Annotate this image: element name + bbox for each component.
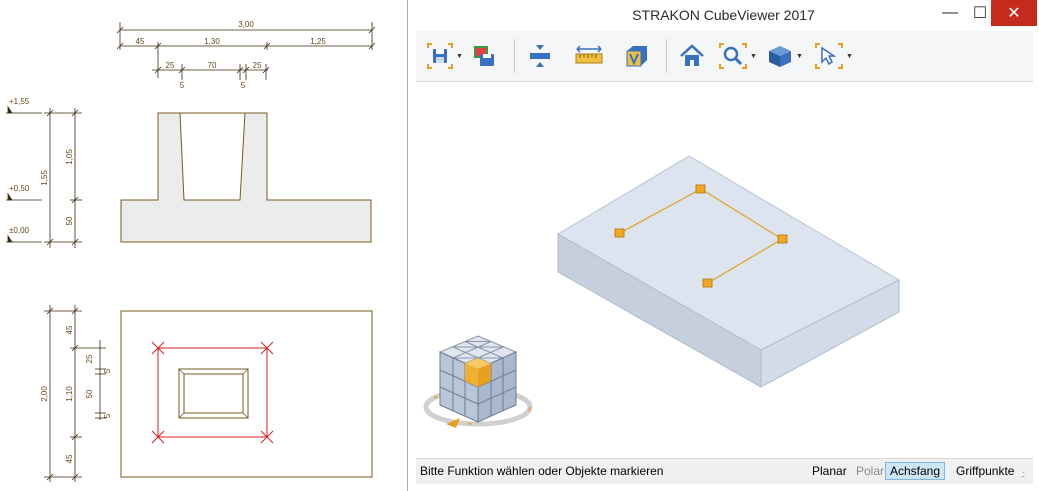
toolbar-separator [514, 39, 515, 73]
title-bar[interactable]: STRAKON CubeViewer 2017 — ☐ ✕ [408, 0, 1039, 31]
dim-sub-a: 25 [166, 61, 175, 70]
achsfang-toggle[interactable]: Achsfang [885, 462, 946, 480]
dim-plan-gap-a: 5 [103, 368, 112, 373]
home-icon [680, 44, 704, 66]
griffpunkte-toggle[interactable]: Griffpunkte [956, 464, 1015, 478]
status-message: Bitte Funktion wählen oder Objekte marki… [420, 464, 664, 478]
export-image-icon [474, 46, 494, 66]
grip-point[interactable] [695, 184, 706, 194]
cubeviewer-window: STRAKON CubeViewer 2017 — ☐ ✕ ▼ [407, 0, 1039, 491]
toolbar: ▼ [416, 31, 1033, 82]
polar-toggle[interactable]: Polar [856, 464, 885, 478]
status-bar: Bitte Funktion wählen oder Objekte marki… [416, 458, 1033, 484]
display-style-button[interactable]: ▼ [766, 39, 803, 73]
select-dropdown-icon[interactable]: ▼ [846, 52, 853, 60]
dim-overall-width: 3,00 [238, 20, 254, 29]
dim-plan-top: 45 [65, 325, 74, 334]
3d-viewport[interactable] [416, 82, 1033, 457]
toolbar-separator [666, 39, 667, 73]
save-dropdown-icon[interactable]: ▼ [456, 52, 463, 60]
dim-middle: 1,30 [204, 37, 220, 46]
grip-line [619, 188, 784, 284]
view-cube-icon [626, 46, 647, 67]
measure-button[interactable] [574, 39, 604, 73]
measure-icon [575, 45, 603, 64]
dim-sub-c: 25 [253, 61, 262, 70]
close-icon: ✕ [1007, 5, 1021, 22]
dim-gap-a: 5 [180, 81, 185, 90]
zoom-button[interactable]: ▼ [718, 39, 757, 73]
dim-section-lower: 50 [65, 216, 74, 225]
dim-plan-bottom: 45 [65, 454, 74, 463]
grip-point[interactable] [702, 278, 713, 288]
close-button[interactable]: ✕ [991, 0, 1037, 26]
dim-right: 1,25 [310, 37, 326, 46]
select-icon [815, 43, 843, 69]
cad-drawing: 3,00 45 1,30 1,25 25 70 25 5 5 +1,55 +0,… [6, 20, 376, 482]
rotate-arrow-icon[interactable] [446, 418, 460, 428]
home-button[interactable] [678, 39, 706, 73]
minimize-button[interactable]: — [935, 0, 965, 26]
dim-plan-inner-a: 25 [85, 354, 94, 363]
planar-toggle[interactable]: Planar [812, 464, 847, 478]
level-zero: ±0,00 [9, 226, 30, 235]
grip-point[interactable] [777, 234, 788, 244]
save-button[interactable]: ▼ [426, 39, 463, 73]
3d-scene[interactable] [416, 82, 1033, 457]
section-button[interactable] [526, 39, 554, 73]
level-mid: +0,50 [9, 184, 30, 193]
slab-right-face [760, 279, 900, 388]
grip-point[interactable] [614, 228, 625, 238]
section-icon [530, 45, 550, 67]
maximize-button[interactable]: ☐ [965, 0, 995, 26]
navigation-cube[interactable] [423, 335, 533, 428]
select-button[interactable]: ▼ [814, 39, 853, 73]
dim-sub-b: 70 [208, 61, 217, 70]
maximize-icon: ☐ [972, 5, 988, 22]
display-style-dropdown-icon[interactable]: ▼ [796, 52, 803, 60]
dim-plan-inner-b: 50 [85, 389, 94, 398]
dim-section-total: 1,55 [40, 170, 49, 186]
view-cube-button[interactable] [623, 39, 651, 73]
save-icon [427, 43, 453, 69]
dim-plan-gap-b: 5 [103, 413, 112, 418]
zoom-icon [719, 43, 747, 69]
window-title: STRAKON CubeViewer 2017 [632, 7, 815, 23]
dim-plan-middle: 1,10 [65, 386, 74, 402]
dim-section-upper: 1,05 [65, 149, 74, 165]
minimize-icon: — [942, 4, 958, 21]
dim-left: 45 [136, 37, 145, 46]
resize-grip-icon[interactable]: .: [1021, 469, 1025, 479]
dim-gap-b: 5 [241, 81, 246, 90]
export-image-button[interactable] [470, 39, 498, 73]
display-style-icon [769, 46, 791, 67]
level-top: +1,55 [9, 97, 30, 106]
dim-plan-total: 2,00 [40, 386, 49, 402]
zoom-dropdown-icon[interactable]: ▼ [750, 52, 757, 60]
